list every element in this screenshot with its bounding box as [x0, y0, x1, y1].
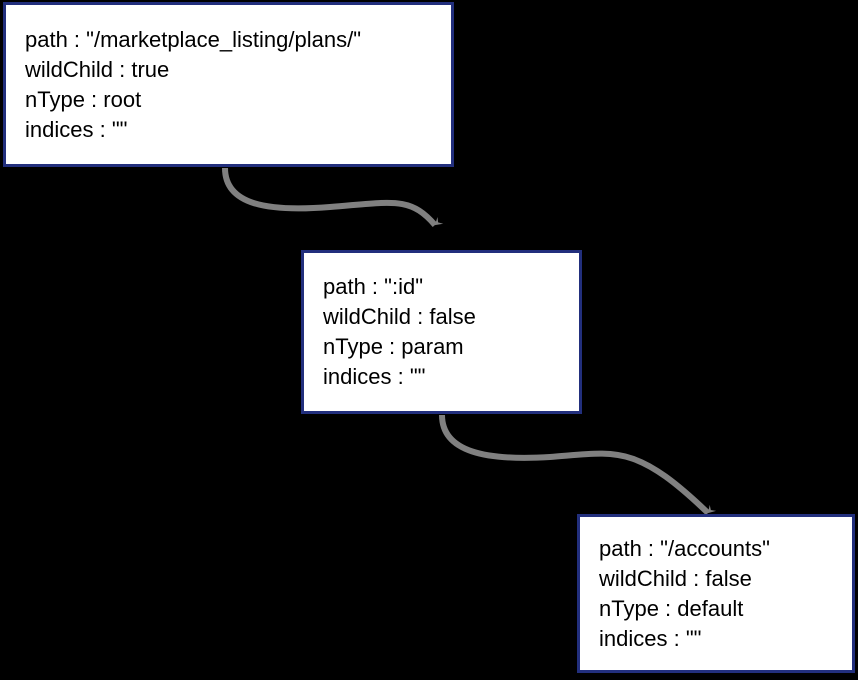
edge-root-to-param [222, 167, 444, 227]
default-node-wildchild: wildChild : false [599, 565, 752, 591]
param-node-indices: indices : "" [323, 364, 426, 389]
default-node-path: path : "/accounts" [599, 535, 770, 561]
default-node-fields: path : "/accounts" wildChild : false nTy… [580, 534, 852, 654]
root-node-path: path : "/marketplace_listing/plans/" [25, 26, 362, 52]
default-node-ntype: nType : default [599, 595, 744, 621]
param-node-path: path : ":id" [323, 274, 424, 299]
param-node-ntype: nType : param [323, 334, 464, 359]
default-node[interactable]: path : "/accounts" wildChild : false nTy… [577, 514, 855, 673]
param-node[interactable]: path : ":id" wildChild : false nType : p… [301, 250, 582, 414]
param-node-fields: path : ":id" wildChild : false nType : p… [304, 272, 579, 392]
root-node-wildchild: wildChild : true [25, 56, 170, 82]
root-node-ntype: nType : root [25, 86, 142, 112]
root-node-fields: path : "/marketplace_listing/plans/" wil… [6, 25, 451, 145]
root-node[interactable]: path : "/marketplace_listing/plans/" wil… [3, 2, 454, 167]
root-node-indices: indices : "" [25, 116, 128, 142]
edge-param-to-default [439, 414, 717, 516]
default-node-indices: indices : "" [599, 625, 702, 651]
param-node-wildchild: wildChild : false [323, 304, 476, 329]
